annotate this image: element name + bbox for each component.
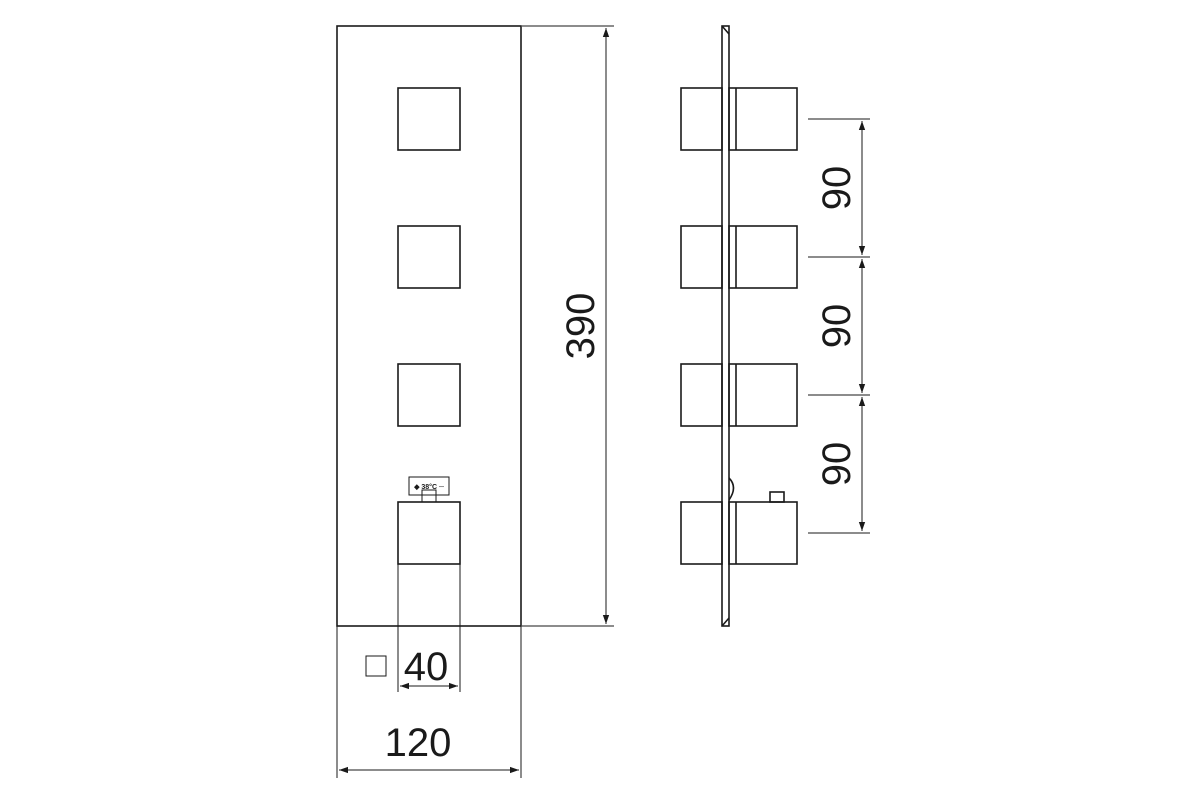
thermostat-knob (397, 501, 461, 565)
control-knob-2 (397, 225, 461, 289)
control-knob-1 (397, 87, 461, 151)
square-symbol (365, 655, 387, 677)
spacing-dimension-1-label: 90 (815, 166, 859, 211)
side-knob-4 (680, 477, 798, 565)
side-plate (721, 25, 730, 627)
handle-dimension: 40 (365, 564, 461, 692)
side-knob-1 (680, 87, 798, 151)
spacing-dimensions: 90 90 90 (808, 118, 870, 534)
width-dimension: 120 (336, 626, 522, 778)
spacing-dimension-2-label: 90 (815, 304, 859, 349)
height-dimension: 390 (522, 25, 614, 627)
temperature-stop-button (769, 491, 785, 503)
height-dimension-label: 390 (559, 293, 603, 360)
width-dimension-label: 120 (385, 721, 452, 765)
handle-dimension-label: 40 (404, 645, 449, 689)
side-view: 90 90 90 (680, 25, 870, 627)
side-knob-2 (680, 225, 798, 289)
side-knob-3 (680, 363, 798, 427)
spacing-dimension-3-label: 90 (815, 442, 859, 487)
front-plate (336, 25, 522, 627)
knob-label: ◆ 38°C ─ (413, 483, 444, 491)
temperature-stop-indicator: ◆ 38°C ─ (408, 476, 450, 503)
control-knob-3 (397, 363, 461, 427)
front-view: ◆ 38°C ─ 390 40 120 (336, 25, 614, 778)
